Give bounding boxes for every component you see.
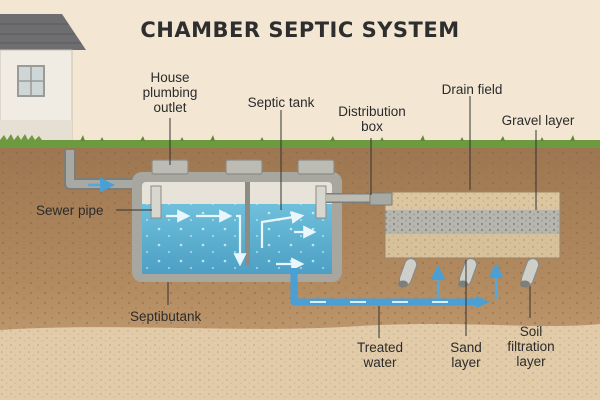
inlet-tee	[150, 185, 162, 219]
diagram-title: CHAMBER SEPTIC SYSTEM	[140, 18, 460, 42]
treated-water-flow	[290, 268, 490, 308]
tank-riser-3	[297, 159, 335, 175]
sewer-pipe	[64, 150, 158, 193]
tank-riser-2	[225, 159, 263, 175]
label-soil-filtration-layer: Soil filtration layer	[507, 324, 555, 369]
outlet-pipe	[326, 192, 393, 206]
grass	[0, 140, 600, 148]
label-treated-water: Treated water	[356, 340, 404, 370]
label-septic-tank: Septic tank	[247, 95, 315, 110]
tank-baffle	[245, 182, 250, 266]
label-house-plumbing-outlet: House plumbing outlet	[142, 70, 198, 115]
house-roof	[0, 14, 86, 50]
label-septibutank: Septibutank	[130, 309, 202, 324]
septic-tank	[132, 159, 342, 282]
label-gravel-layer: Gravel layer	[501, 113, 575, 128]
sky	[0, 0, 600, 145]
distribution-box-shape	[369, 192, 393, 206]
label-drain-field: Drain field	[441, 82, 503, 97]
outlet-tee	[315, 185, 327, 219]
label-distribution-box: Distribution box	[338, 104, 406, 134]
label-sand-layer: Sand layer	[450, 340, 482, 370]
drain-field	[384, 191, 561, 300]
house	[0, 14, 86, 143]
label-sewer-pipe: Sewer pipe	[36, 203, 104, 218]
